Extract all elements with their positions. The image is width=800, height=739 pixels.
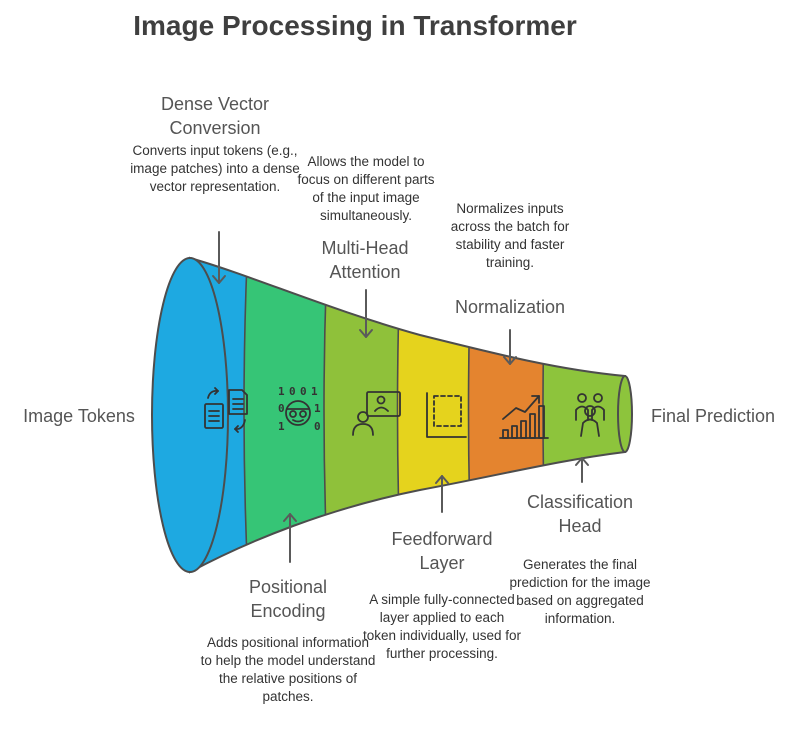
- svg-text:0: 0: [300, 385, 307, 398]
- stage-desc-classification: Generates the final prediction for the i…: [509, 557, 651, 626]
- stage-desc-feedforward: A simple fully-connected layer applied t…: [362, 592, 522, 661]
- input-label: Image Tokens: [23, 406, 135, 426]
- group-people-icon: [575, 393, 605, 437]
- stage-desc-attention: Allows the model to focus on different p…: [297, 154, 435, 223]
- stage-label-dense-vector: Dense Vector Conversion: [160, 94, 270, 138]
- arrow-classification: [575, 457, 589, 483]
- funnel-end: [617, 375, 633, 453]
- output-label: Final Prediction: [650, 406, 776, 426]
- svg-text:1: 1: [311, 385, 318, 398]
- stage-desc-positional: Adds positional information to help the …: [200, 635, 376, 704]
- svg-text:1: 1: [278, 385, 285, 398]
- svg-text:0: 0: [278, 402, 285, 415]
- page-title: Image Processing in Transformer: [133, 10, 577, 41]
- funnel-mouth: [151, 257, 229, 573]
- binary-face-icon: [285, 400, 311, 426]
- svg-text:0: 0: [314, 420, 321, 433]
- stage-label-attention: Multi-Head Attention: [321, 238, 409, 282]
- stage-band-positional: [244, 258, 345, 572]
- svg-text:1: 1: [278, 420, 285, 433]
- svg-text:0: 0: [289, 385, 296, 398]
- stage-label-normalization: Normalization: [454, 297, 566, 317]
- arrow-normalization: [503, 329, 517, 365]
- arrow-dense-vector: [212, 231, 226, 284]
- document-convert-icon: [204, 387, 248, 433]
- presenter-screen-icon: [352, 391, 401, 436]
- stage-label-positional: Positional Encoding: [248, 577, 328, 621]
- dashed-square-icon: [426, 392, 467, 438]
- stage-label-classification: Classification Head: [526, 492, 634, 536]
- arrow-positional: [283, 513, 297, 563]
- stage-label-feedforward: Feedforward Layer: [391, 529, 493, 573]
- stage-desc-normalization: Normalizes inputs across the batch for s…: [450, 201, 570, 270]
- growth-chart-icon: [499, 395, 549, 439]
- stage-desc-dense-vector: Converts input tokens (e.g., image patch…: [130, 143, 300, 194]
- arrow-attention: [359, 289, 373, 338]
- svg-text:1: 1: [314, 402, 321, 415]
- arrow-feedforward: [435, 475, 449, 513]
